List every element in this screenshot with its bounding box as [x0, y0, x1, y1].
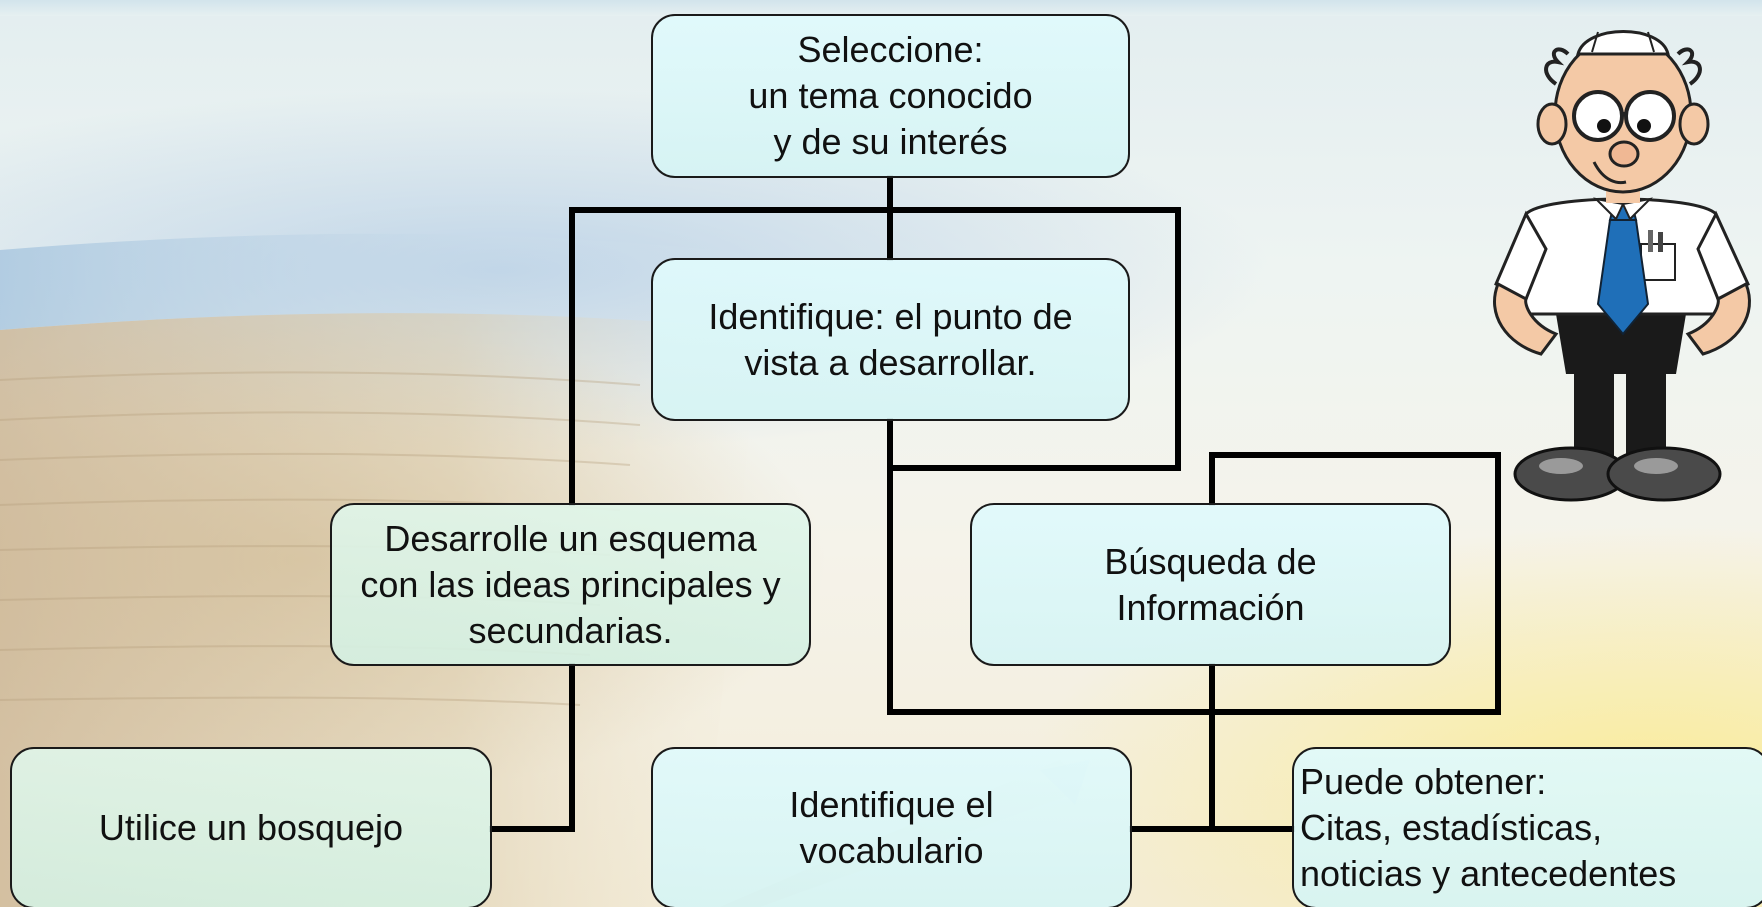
node-identify-vocabulary: Identifique el vocabulario: [651, 747, 1132, 907]
top-band: [0, 0, 1762, 16]
cartoon-teacher-icon: [1493, 30, 1751, 502]
node-identify-viewpoint-line-1: Identifique: el punto de: [708, 295, 1073, 337]
node-select-topic: Seleccione: un tema conocido y de su int…: [651, 14, 1130, 178]
node-identify-viewpoint: Identifique: el punto de vista a desarro…: [651, 258, 1130, 421]
node-can-obtain: Puede obtener: Citas, estadísticas, noti…: [1292, 747, 1762, 907]
node-search-info-line-2: Información: [1116, 586, 1305, 628]
node-develop-outline-line-3: secundarias.: [468, 609, 673, 651]
node-select-topic-line-2: un tema conocido: [748, 75, 1033, 116]
node-use-sketch-line-1: Utilice un bosquejo: [98, 807, 404, 848]
node-identify-vocabulary-line-1: Identifique el: [789, 784, 994, 825]
node-can-obtain-line-2: Citas, estadísticas,: [1300, 807, 1603, 848]
node-can-obtain-line-1: Puede obtener:: [1300, 761, 1547, 802]
node-develop-outline-line-1: Desarrolle un esquema: [384, 517, 757, 559]
node-select-topic-line-3: y de su interés: [773, 121, 1008, 162]
node-develop-outline: Desarrolle un esquema con las ideas prin…: [330, 503, 811, 666]
node-can-obtain-line-3: noticias y antecedentes: [1300, 853, 1677, 894]
node-search-info: Búsqueda de Información: [970, 503, 1451, 666]
node-select-topic-line-1: Seleccione:: [797, 29, 984, 70]
node-search-info-line-1: Búsqueda de: [1104, 540, 1317, 582]
connector-loop-search: [887, 418, 1501, 715]
node-develop-outline-line-2: con las ideas principales y: [360, 563, 781, 605]
node-identify-vocabulary-line-2: vocabulario: [799, 830, 984, 871]
connector-loop-outline: [569, 207, 1181, 506]
connector-outline-to-sketch: [489, 663, 575, 832]
node-use-sketch: Utilice un bosquejo: [10, 747, 492, 907]
node-identify-viewpoint-line-2: vista a desarrollar.: [744, 341, 1037, 383]
